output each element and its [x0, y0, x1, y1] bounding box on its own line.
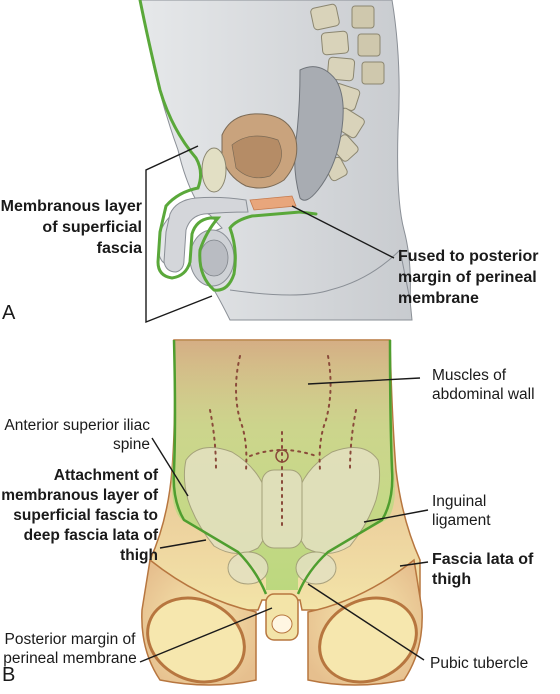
glans	[271, 614, 293, 634]
label-muscles-abdominal-wall: Muscles of abdominal wall	[432, 367, 535, 403]
panel-letter-a: A	[2, 302, 16, 324]
thighs	[141, 558, 423, 686]
panel-b-illustration	[141, 339, 423, 686]
fascia-lata-pointer-line	[399, 561, 429, 567]
label-pubic-tubercle: Pubic tubercle	[430, 655, 529, 672]
membranous-fascia-line-b	[172, 339, 394, 595]
attachment-pointer-line	[159, 539, 207, 549]
label-fascia-lata-of-thigh: Fascia lata of thigh	[432, 551, 534, 588]
pubic-tubercle-pointer-line	[307, 583, 425, 661]
panel-letter-b: B	[2, 664, 16, 686]
panel-b-pointers	[139, 377, 429, 663]
abdominal-dotted-lines	[209, 355, 357, 531]
right-thigh-section	[318, 596, 418, 684]
perineal-membrane-fusion	[249, 195, 297, 211]
panel-a-illustration	[138, 0, 413, 321]
panel-a-pointers	[145, 145, 395, 324]
pubic-symphysis	[201, 147, 227, 193]
asis-pointer-line	[151, 437, 189, 497]
umbilicus	[275, 449, 289, 463]
label-fused-perineal-membrane: Fused to posterior margin of perineal me…	[398, 248, 539, 307]
inguinal-pointer-line	[363, 509, 429, 523]
label-anterior-superior-iliac-spine: Anterior superior iliac spine	[4, 417, 150, 453]
label-inguinal-ligament: Inguinal ligament	[432, 493, 491, 529]
label-membranous-layer: Membranous layer of superficial fascia	[0, 198, 142, 257]
testis	[199, 239, 229, 277]
fused-pointer-line	[291, 205, 395, 259]
muscles-pointer-line	[307, 377, 421, 385]
label-posterior-margin-perineal-membrane: Posterior margin of perineal membrane	[3, 631, 137, 667]
membranous-bracket-line	[145, 145, 213, 324]
membranous-fascia-line-a	[138, 0, 318, 292]
left-thigh-section	[146, 596, 246, 684]
thigh-outline	[229, 248, 411, 301]
posterior-margin-pointer-line	[139, 607, 273, 663]
label-attachment-membranous-layer: Attachment of membranous layer of superf…	[1, 467, 158, 564]
penis	[163, 196, 249, 273]
